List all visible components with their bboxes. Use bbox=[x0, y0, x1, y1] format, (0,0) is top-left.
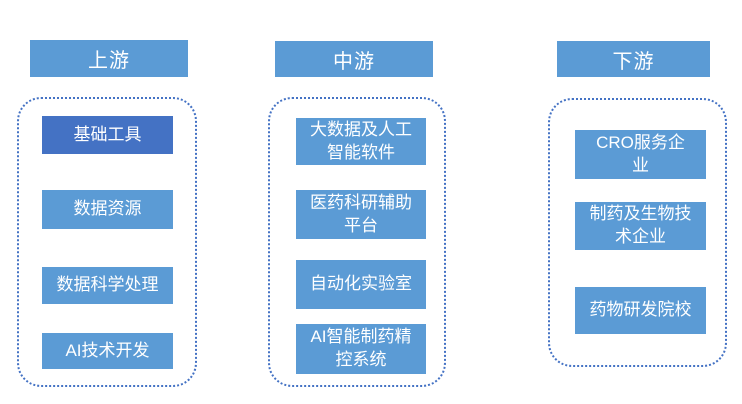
item-data-resources: 数据资源 bbox=[42, 190, 173, 229]
item-pharma-biotech-companies: 制药及生物技 术企业 bbox=[575, 202, 706, 250]
stage-group-midstream: 大数据及人工 智能软件 医药科研辅助 平台 自动化实验室 AI智能制药精 控系统 bbox=[268, 97, 446, 387]
stage-header-upstream: 上游 bbox=[30, 40, 188, 77]
item-medical-research-assist-platform: 医药科研辅助 平台 bbox=[296, 190, 426, 239]
stage-header-midstream: 中游 bbox=[275, 41, 433, 77]
stage-group-downstream: CRO服务企 业 制药及生物技 术企业 药物研发院校 bbox=[548, 98, 727, 367]
item-basic-tools: 基础工具 bbox=[42, 116, 173, 154]
item-data-science-processing: 数据科学处理 bbox=[42, 267, 173, 304]
item-automated-laboratory: 自动化实验室 bbox=[296, 260, 426, 309]
item-cro-service-companies: CRO服务企 业 bbox=[575, 130, 706, 179]
item-ai-tech-development: AI技术开发 bbox=[42, 333, 173, 369]
stage-header-downstream: 下游 bbox=[557, 41, 710, 77]
item-bigdata-ai-software: 大数据及人工 智能软件 bbox=[296, 118, 426, 165]
stage-group-upstream: 基础工具 数据资源 数据科学处理 AI技术开发 bbox=[17, 97, 197, 387]
item-drug-rd-institutions: 药物研发院校 bbox=[575, 287, 706, 334]
item-ai-pharma-precision-control-system: AI智能制药精 控系统 bbox=[296, 324, 426, 374]
